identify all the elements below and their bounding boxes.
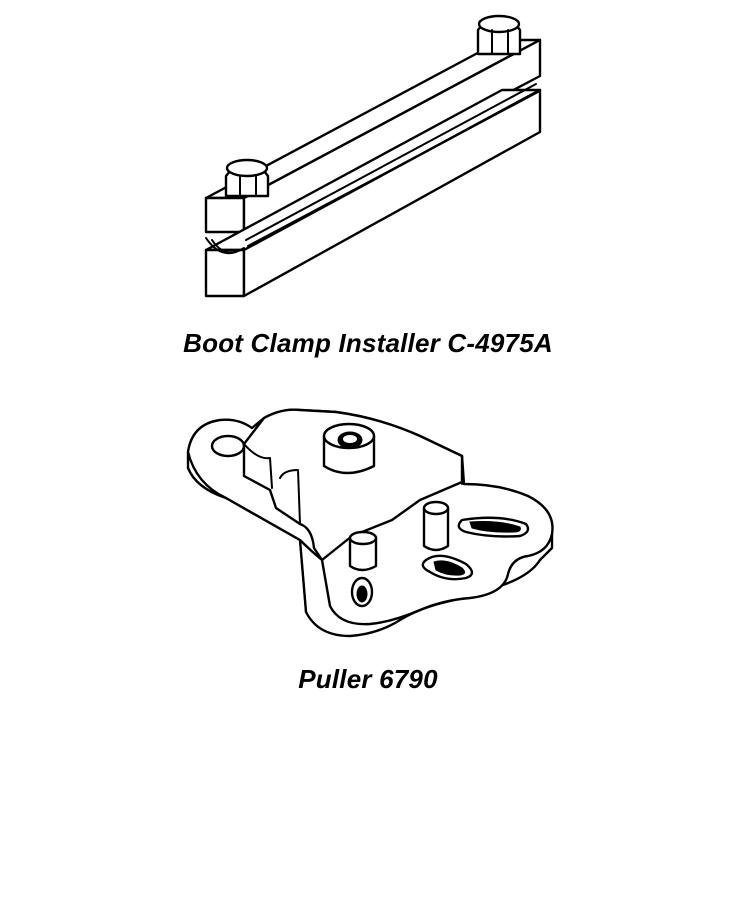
boot-clamp-installer-drawing bbox=[204, 14, 542, 298]
boot-clamp-installer-caption: Boot Clamp Installer C-4975A bbox=[183, 328, 553, 358]
puller-caption: Puller 6790 bbox=[298, 664, 438, 694]
